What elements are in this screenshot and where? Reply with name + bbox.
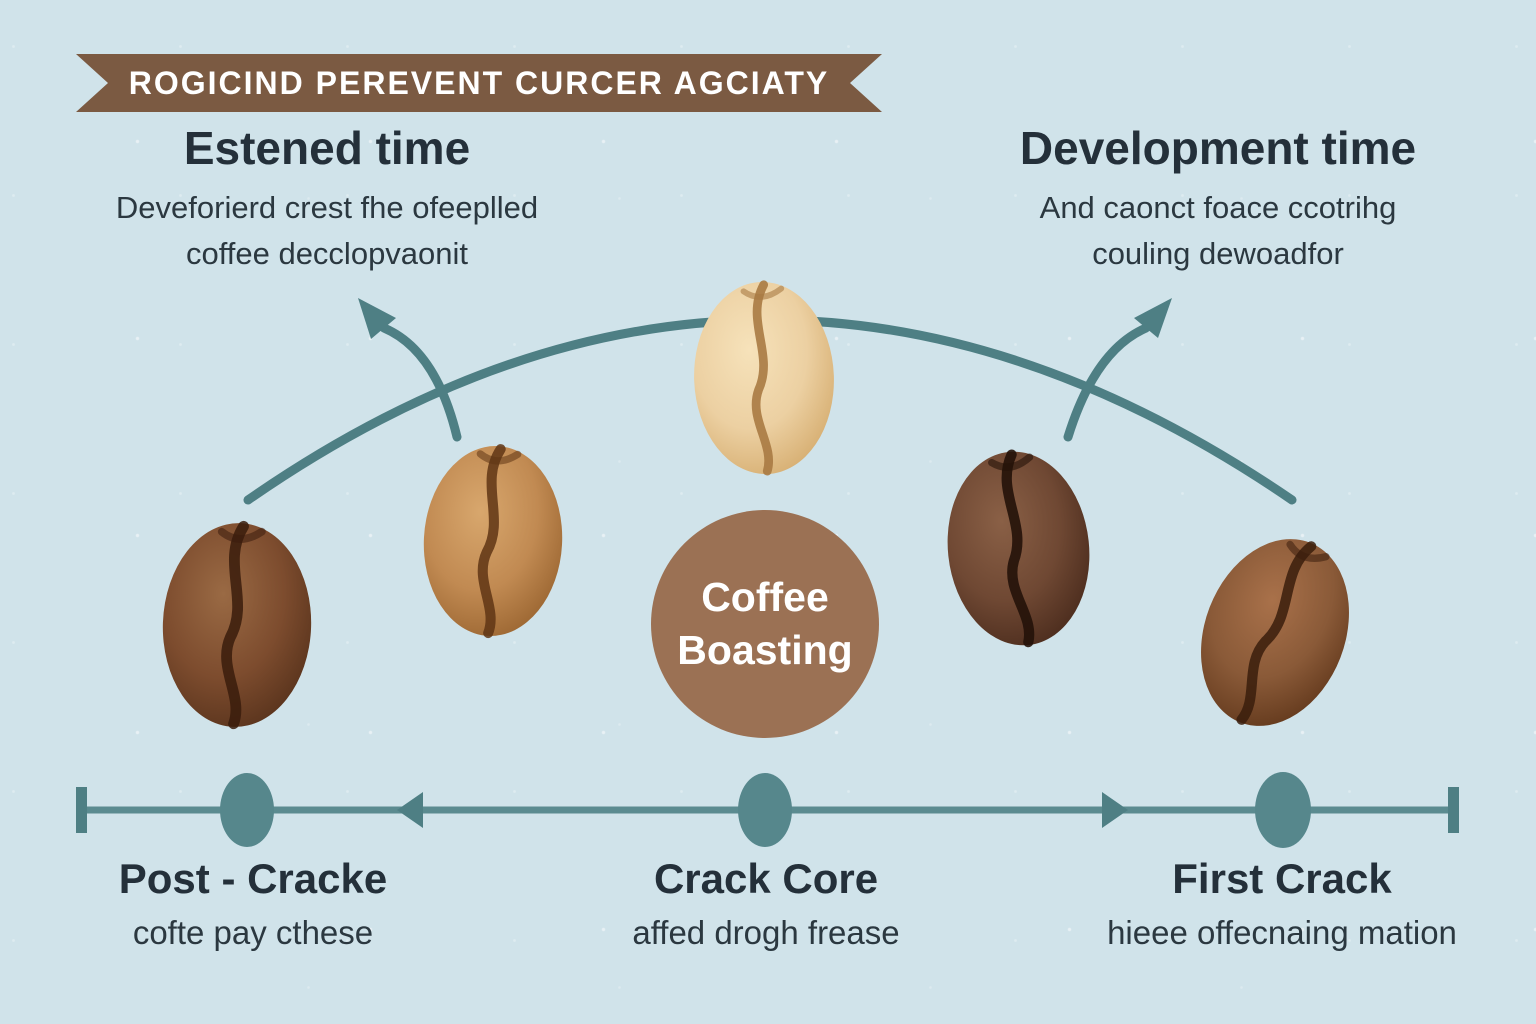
bean-stage-5-medium [1170, 512, 1379, 754]
extended-time-arrow [379, 323, 462, 442]
extended-time-section: Estened time Deveforierd crest fhe ofeep… [67, 122, 587, 278]
development-time-arrowhead-icon [1134, 298, 1172, 338]
bean-stage-1-medium-dark [154, 517, 319, 732]
badge-line-1: Coffee [701, 574, 829, 620]
stage-crack-core-subtitle: affed drogh frease [632, 914, 900, 952]
timeline-right-end-tick [1448, 787, 1459, 833]
bean-stage-4-dark [934, 436, 1102, 661]
development-time-description: And caonct foace ccotrihg couling dewoad… [1039, 189, 1397, 272]
title-ribbon: ROGICIND PEREVENT CURCER AGCIATY [76, 54, 882, 112]
badge-line-2: Boasting [677, 627, 853, 673]
timeline-left-arrowhead-icon [397, 792, 423, 828]
extended-time-arrowhead-icon [358, 298, 396, 339]
timeline-dot-post-crack [220, 773, 274, 847]
bean-stage-3-unroasted [687, 276, 842, 479]
stage-post-crack: Post - Cracke cofte pay cthese [23, 854, 483, 953]
stage-first-crack: First Crack hieee offecnaing mation [1052, 854, 1512, 953]
development-time-title: Development time [1019, 122, 1417, 174]
stage-post-crack-title: Post - Cracke [118, 855, 388, 902]
ribbon-title: ROGICIND PEREVENT CURCER AGCIATY [128, 64, 830, 101]
timeline-dot-crack-core [738, 773, 792, 847]
bean-stage-2-light [416, 437, 570, 644]
coffee-roasting-badge: Coffee Boasting [651, 510, 879, 738]
development-time-section: Development time And caonct foace ccotri… [958, 122, 1478, 278]
stage-crack-core-title: Crack Core [653, 855, 879, 902]
timeline-left-end-tick [76, 787, 87, 833]
stage-crack-core: Crack Core affed drogh frease [536, 854, 996, 953]
extended-time-title: Estened time [183, 122, 471, 174]
timeline-right-arrowhead-icon [1102, 792, 1128, 828]
development-time-arrow [1063, 323, 1151, 442]
extended-time-description: Deveforierd crest fhe ofeeplled coffee d… [115, 189, 539, 272]
stage-first-crack-title: First Crack [1172, 855, 1392, 902]
stage-post-crack-subtitle: cofte pay cthese [132, 914, 374, 952]
stage-first-crack-subtitle: hieee offecnaing mation [1107, 914, 1457, 952]
timeline-dot-first-crack [1255, 772, 1311, 848]
